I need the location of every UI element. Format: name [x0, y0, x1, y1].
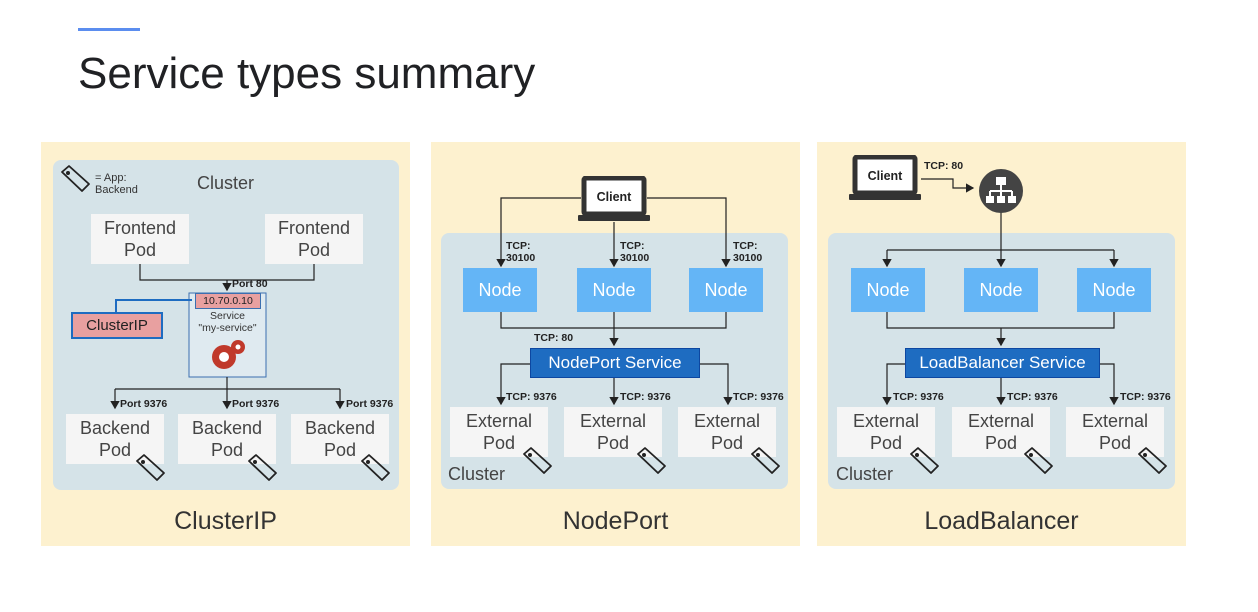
- panel-label: NodePort: [562, 507, 669, 535]
- panel-loadbalancer: Client TCP: 80 Node Node Node LoadBalanc…: [817, 142, 1186, 546]
- panel-label: ClusterIP: [174, 507, 277, 535]
- tag-icon: [248, 454, 277, 481]
- clusterip-badge: ClusterIP: [71, 312, 163, 339]
- service-name: Service "my-service": [198, 310, 257, 334]
- title-accent-line: [78, 28, 140, 31]
- node-box: Node: [964, 268, 1038, 312]
- tcp-label: TCP: 30100: [620, 240, 650, 264]
- node-box: Node: [577, 268, 651, 312]
- node-box: Node: [463, 268, 537, 312]
- client-label: Client: [867, 169, 903, 183]
- loadbalancer-service: LoadBalancer Service: [905, 348, 1100, 378]
- tag-icon: [637, 447, 666, 474]
- tcp-label: TCP: 30100: [733, 240, 763, 264]
- legend-text: = App: Backend: [95, 172, 138, 196]
- panel-nodeport: Client TCP: 30100 TCP: 30100 TCP: 30100 …: [431, 142, 800, 546]
- backend-pod: Backend Pod: [291, 414, 389, 464]
- node-box: Node: [851, 268, 925, 312]
- panel-label: LoadBalancer: [924, 507, 1079, 535]
- tag-icon: [136, 454, 165, 481]
- tag-icon: [361, 454, 390, 481]
- node-box: Node: [689, 268, 763, 312]
- frontend-pod: Frontend Pod: [91, 214, 189, 264]
- frontend-pod: Frontend Pod: [265, 214, 363, 264]
- load-balancer-icon: [979, 169, 1023, 213]
- tag-icon: [910, 447, 939, 474]
- external-pod: External Pod: [837, 407, 935, 457]
- port-label: Port 9376: [346, 398, 394, 410]
- nodeport-service: NodePort Service: [530, 348, 700, 378]
- tcp-label: TCP: 9376: [620, 391, 671, 403]
- port-label: Port 9376: [120, 398, 168, 410]
- backend-pod: Backend Pod: [178, 414, 276, 464]
- panel-clusterip: = App: Backend Cluster Frontend Pod Fron…: [41, 142, 410, 546]
- cluster-label: Cluster: [197, 173, 255, 193]
- tcp-label: TCP: 9376: [1120, 391, 1171, 403]
- tcp-label: TCP: 9376: [893, 391, 944, 403]
- gears-icon: [212, 340, 245, 369]
- port-label: Port 80: [232, 278, 268, 290]
- node-box: Node: [1077, 268, 1151, 312]
- tcp-label: TCP: 9376: [733, 391, 784, 403]
- tag-icon: [523, 447, 552, 474]
- client-label: Client: [596, 190, 632, 204]
- tag-icon: [751, 447, 780, 474]
- external-pod: External Pod: [1066, 407, 1164, 457]
- tcp-label: TCP: 9376: [506, 391, 557, 403]
- tcp-label: TCP: 80: [924, 160, 964, 172]
- tag-icon: [61, 165, 90, 192]
- port-label: Port 9376: [232, 398, 280, 410]
- tag-icon: [1024, 447, 1053, 474]
- service-ip: 10.70.0.10: [195, 293, 261, 309]
- cluster-label: Cluster: [836, 464, 894, 484]
- backend-pod: Backend Pod: [66, 414, 164, 464]
- laptop-icon: [849, 155, 921, 200]
- tcp-label: TCP: 9376: [1007, 391, 1058, 403]
- tag-icon: [1138, 447, 1167, 474]
- page-title: Service types summary: [78, 49, 536, 98]
- cluster-label: Cluster: [448, 464, 506, 484]
- laptop-icon: [578, 176, 650, 221]
- tcp-label: TCP: 30100: [506, 240, 536, 264]
- tcp-label: TCP: 80: [534, 332, 574, 344]
